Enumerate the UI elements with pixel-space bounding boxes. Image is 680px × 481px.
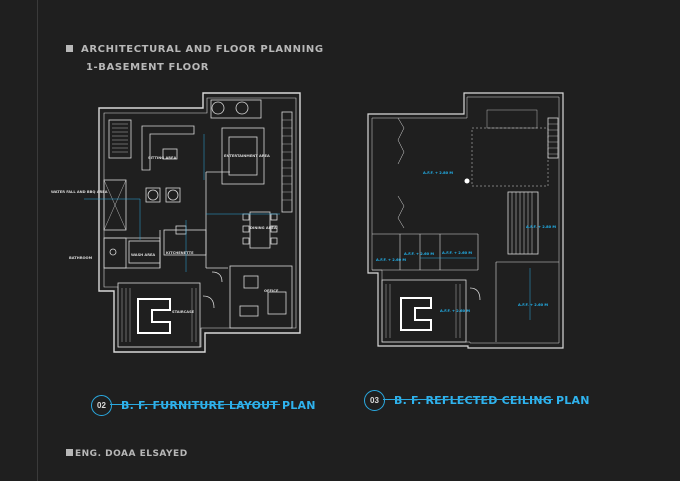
caption-underline	[383, 399, 553, 400]
room-label-entertainment: ENTERTAINMENT AREA	[224, 154, 270, 158]
room-label-sitting: SITTING AREA	[148, 156, 177, 160]
room-label-dining: DINING AREA	[250, 226, 277, 230]
bullet-square-icon	[66, 449, 73, 456]
room-label-office: OFFICE	[264, 289, 279, 293]
room-label-staircase: STAIRCASE	[172, 310, 195, 314]
room-label-kitchenette: KITCHENETTE	[166, 251, 194, 255]
header-title: ARCHITECTURAL AND FLOOR PLANNING	[81, 44, 324, 55]
footer: ENG. DOAA ELSAYED	[66, 449, 188, 459]
caption-ceiling-plan: 03 B. F. REFLECTED CEILING PLAN	[364, 390, 590, 411]
room-label-bathroom: BATHROOM	[69, 256, 93, 260]
bullet-square-icon	[66, 45, 73, 52]
ceiling-level-2: A.F.F. + 2.80 M	[526, 225, 557, 229]
header-subtitle: 1-BASEMENT FLOOR	[86, 62, 210, 73]
plan-title: B. F. FURNITURE LAYOUT PLAN	[121, 399, 316, 412]
plan-title: B. F. REFLECTED CEILING PLAN	[394, 394, 590, 407]
ceiling-level-3: A.F.F. + 2.60 M	[376, 258, 407, 262]
caption-furniture-plan: 02 B. F. FURNITURE LAYOUT PLAN	[91, 395, 316, 416]
plan-number-badge: 02	[91, 395, 112, 416]
room-label-waterfall: WATER FALL AND BBQ AREA	[51, 190, 108, 194]
ceiling-level-6: A.F.F. + 2.60 M	[440, 309, 471, 313]
plan-number-badge: 03	[364, 390, 385, 411]
footer-author: ENG. DOAA ELSAYED	[75, 449, 188, 459]
ceiling-level-5: A.F.F. + 2.60 M	[442, 251, 473, 255]
ceiling-level-1: A.F.F. + 2.80 M	[423, 171, 454, 175]
ceiling-level-4: A.F.F. + 2.60 M	[404, 252, 435, 256]
room-label-wash: WASH AREA	[131, 253, 156, 257]
margin-rule	[37, 0, 38, 481]
header: ARCHITECTURAL AND FLOOR PLANNING 1-BASEM…	[66, 44, 324, 73]
ceiling-level-7: A.F.F. + 2.60 M	[518, 303, 549, 307]
caption-underline	[110, 404, 280, 405]
